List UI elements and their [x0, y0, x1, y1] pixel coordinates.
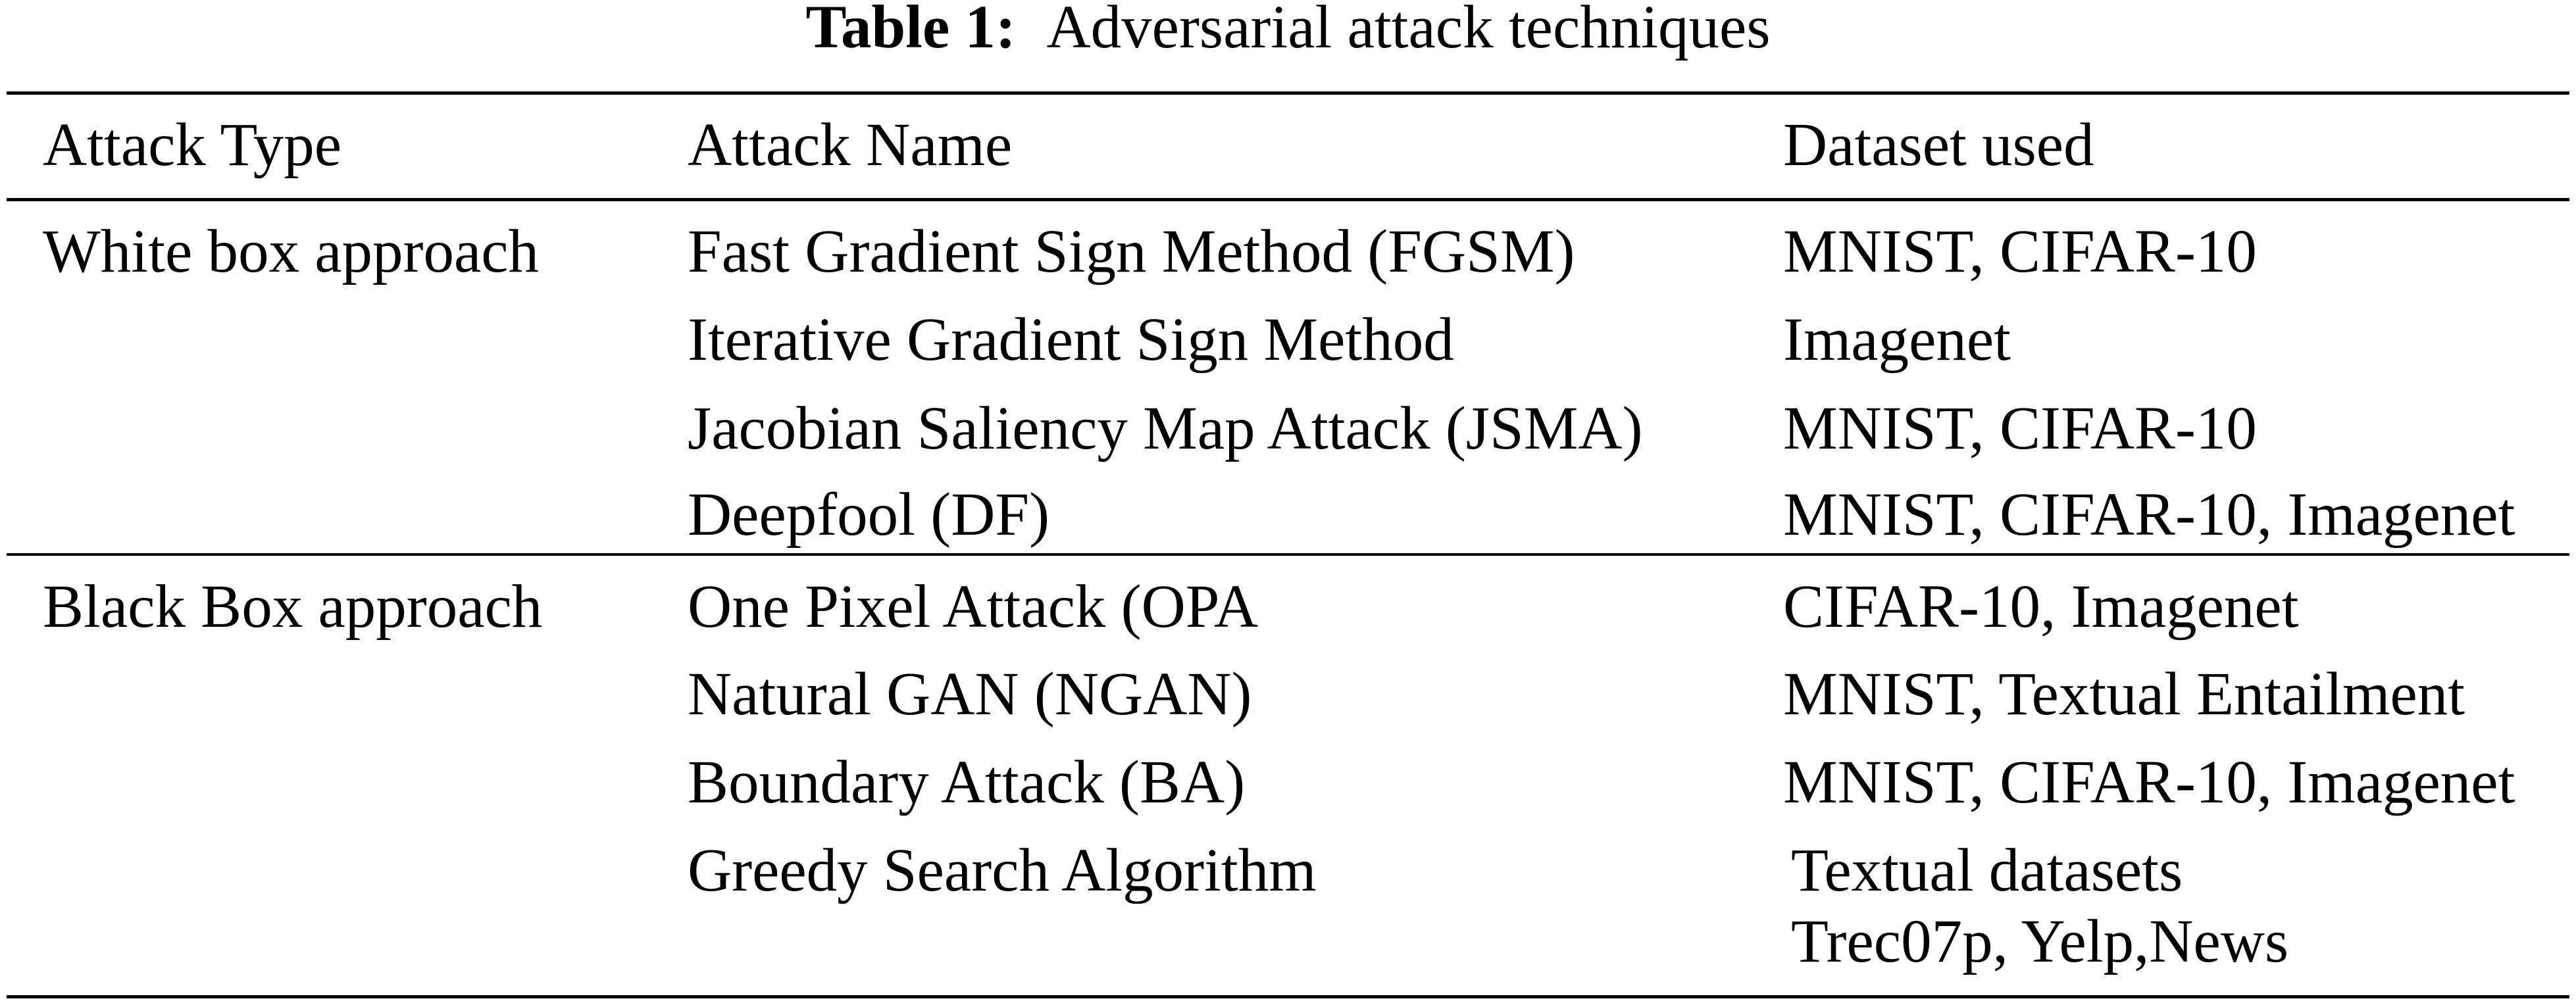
dataset-cell: MNIST, CIFAR-10, Imagenet [1783, 748, 2515, 816]
attack-type-cell: White box approach [43, 218, 540, 285]
header-attack-type: Attack Type [43, 111, 342, 179]
top-rule [7, 91, 2569, 95]
dataset-cell: MNIST, CIFAR-10, Imagenet [1783, 481, 2515, 549]
caption-label: Table 1: [805, 0, 1017, 61]
dataset-cell: MNIST, Textual Entailment [1783, 660, 2465, 728]
group-separator-rule [7, 553, 2569, 556]
caption-title: Adversarial attack techniques [1046, 0, 1771, 61]
attack-name-cell: Natural GAN (NGAN) [688, 660, 1252, 728]
dataset-cell: MNIST, CIFAR-10 [1783, 395, 2257, 462]
attack-name-cell: Boundary Attack (BA) [688, 748, 1246, 816]
header-dataset-used: Dataset used [1783, 111, 2094, 179]
header-rule [7, 198, 2569, 201]
caption-spacer [1016, 0, 1047, 61]
header-attack-name: Attack Name [688, 111, 1013, 179]
table-caption: Table 1: Adversarial attack techniques [0, 0, 2576, 58]
dataset-cell-line-2: Trec07p, Yelp,News [1791, 908, 2289, 975]
dataset-cell: CIFAR-10, Imagenet [1783, 573, 2299, 641]
attack-type-cell: Black Box approach [43, 573, 543, 641]
attack-name-cell: Greedy Search Algorithm [688, 837, 1317, 904]
dataset-cell: Imagenet [1783, 306, 2011, 374]
dataset-cell: MNIST, CIFAR-10 [1783, 218, 2257, 285]
attack-name-cell: One Pixel Attack (OPA [688, 573, 1259, 641]
bottom-rule [7, 995, 2569, 998]
attack-name-cell: Jacobian Saliency Map Attack (JSMA) [688, 395, 1643, 462]
attack-name-cell: Iterative Gradient Sign Method [688, 306, 1454, 374]
attack-name-cell: Deepfool (DF) [688, 481, 1050, 549]
attack-name-cell: Fast Gradient Sign Method (FGSM) [688, 218, 1575, 285]
dataset-cell: Textual datasets [1791, 837, 2183, 904]
